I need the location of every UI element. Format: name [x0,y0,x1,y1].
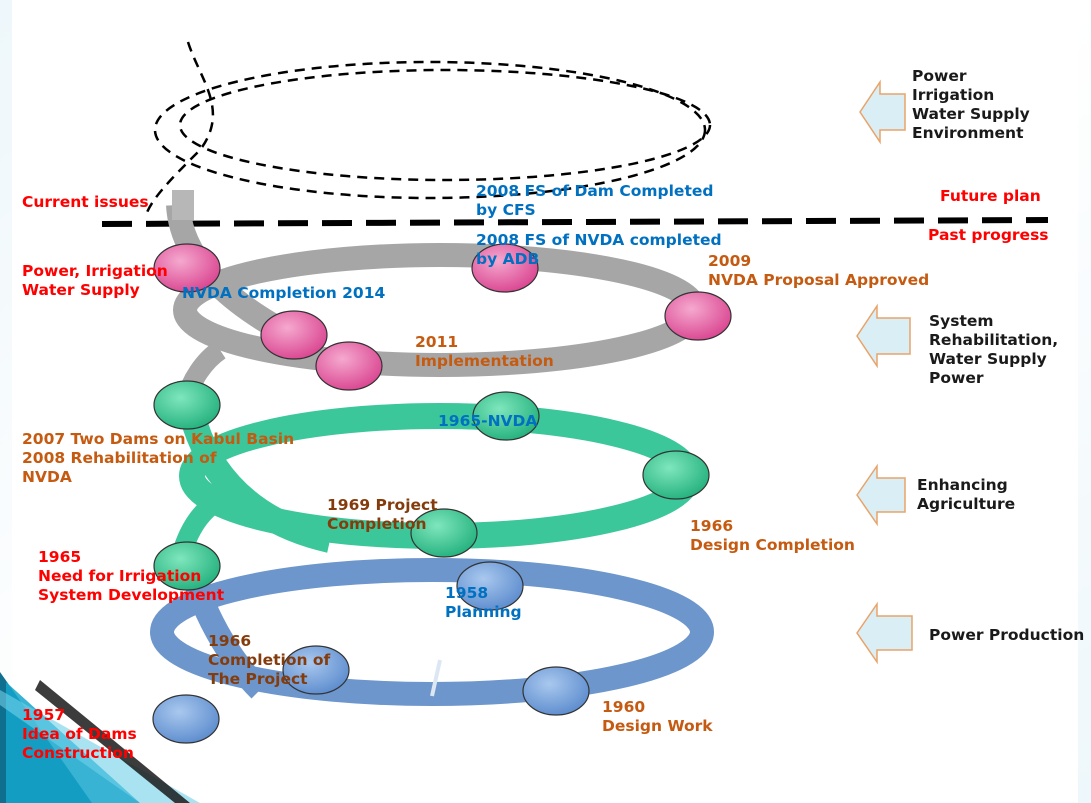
label-1965-nvda: 1965-NVDA [438,412,538,430]
label-idea-dams: 1957 Idea of Dams Construction [22,706,137,763]
label-idea-dams-line-3: Construction [22,744,134,762]
note-future-line-4: Environment [912,124,1024,142]
node-design-work [522,666,590,716]
node-planning [456,561,524,611]
label-fs-nvda-line-1: 2008 FS of NVDA completed [476,231,722,249]
node-implementation-2011 [315,341,383,391]
note-agri-line-1: Enhancing [917,476,1008,494]
note-rehab-line-4: Power [929,369,984,387]
node-need-irrigation [153,541,221,591]
arrow-agri [856,463,906,527]
future-dashed-spiral [143,41,712,219]
label-planning: 1958 Planning [445,584,522,622]
label-design-completion: 1966 Design Completion [690,517,855,555]
label-fs-dam: 2008 FS of Dam Completed by CFS [476,182,713,220]
label-proposal-line-1: 2009 [708,252,752,270]
label-idea-dams-line-2: Idea of Dams [22,725,137,743]
label-current-issues: Current issues [22,193,149,211]
label-implementation: 2011 Implementation [415,333,554,371]
label-project-completion-1969-line-2: Completion [327,515,427,533]
label-completion-project-line-1: 1966 [208,632,252,650]
node-project-completion-1969 [410,508,478,558]
label-past-progress: Past progress [928,226,1049,244]
label-completion-project-line-2: Completion of [208,651,331,669]
label-implementation-line-1: 2011 [415,333,459,351]
label-need-irrigation-line-2: Need for Irrigation [38,567,202,585]
label-two-dams: 2007 Two Dams on Kabul Basin 2008 Rehabi… [22,430,294,487]
label-fs-dam-line-2: by CFS [476,201,536,219]
label-proposal: 2009 NVDA Proposal Approved [708,252,929,290]
arrow-future [859,79,906,145]
label-need-irrigation: 1965 Need for Irrigation System Developm… [38,548,224,605]
label-fs-nvda: 2008 FS of NVDA completed by ADB [476,231,722,269]
note-rehab-line-3: Water Supply [929,350,1047,368]
label-planning-line-1: 1958 [445,584,489,602]
note-power-line-1: Power Production [929,626,1085,644]
note-agri: Enhancing Agriculture [917,476,1015,514]
node-design-completion [642,450,710,500]
arrow-power [856,601,913,665]
label-need-irrigation-line-3: System Development [38,586,225,604]
label-project-completion-1969-line-1: 1969 Project [327,496,438,514]
node-power-irrigation [153,243,221,293]
note-power: Power Production [929,626,1084,645]
note-future: Power Irrigation Water Supply Environmen… [912,67,1030,143]
note-rehab-line-2: Rehabilitation, [929,331,1059,349]
label-power-irrigation-line-2: Water Supply [22,281,140,299]
label-design-work-line-2: Design Work [602,717,713,735]
note-agri-line-2: Agriculture [917,495,1016,513]
label-design-completion-line-1: 1966 [690,517,734,535]
label-power-irrigation: Power, Irrigation Water Supply [22,262,168,300]
note-future-line-3: Water Supply [912,105,1030,123]
label-power-irrigation-line-1: Power, Irrigation [22,262,168,280]
node-proposal-2009 [664,291,732,341]
node-idea-dams [152,694,220,744]
timeline-nodes [152,243,732,744]
node-1965-nvda [472,391,540,441]
label-completion-project-line-3: The Project [208,670,308,688]
node-nvda-completion [260,310,328,360]
arrow-rehab [856,303,911,369]
label-two-dams-line-2: 2008 Rehabilitation of [22,449,217,467]
label-design-work-line-1: 1960 [602,698,646,716]
label-design-work: 1960 Design Work [602,698,713,736]
corner-decoration [0,672,200,803]
label-fs-dam-line-1: 2008 FS of Dam Completed [476,182,714,200]
label-project-completion-1969: 1969 Project Completion [327,496,438,534]
note-rehab: System Rehabilitation, Water Supply Powe… [929,312,1058,388]
node-fs-adb [471,243,539,293]
divider-dashed-line [101,217,1049,227]
label-future-plan: Future plan [940,187,1041,205]
note-future-line-1: Power [912,67,967,85]
label-two-dams-line-3: NVDA [22,468,72,486]
label-nvda-completion: NVDA Completion 2014 [182,284,386,302]
note-future-line-2: Irrigation [912,86,995,104]
node-completion-project [282,645,350,695]
node-two-dams [153,380,221,430]
label-idea-dams-line-1: 1957 [22,706,66,724]
label-fs-nvda-line-2: by ADB [476,250,540,268]
note-rehab-line-1: System [929,312,994,330]
label-two-dams-line-1: 2007 Two Dams on Kabul Basin [22,430,295,448]
label-completion-project: 1966 Completion of The Project [208,632,330,689]
label-design-completion-line-2: Design Completion [690,536,855,554]
label-proposal-line-2: NVDA Proposal Approved [708,271,930,289]
label-need-irrigation-line-1: 1965 [38,548,82,566]
label-implementation-line-2: Implementation [415,352,554,370]
label-planning-line-2: Planning [445,603,522,621]
